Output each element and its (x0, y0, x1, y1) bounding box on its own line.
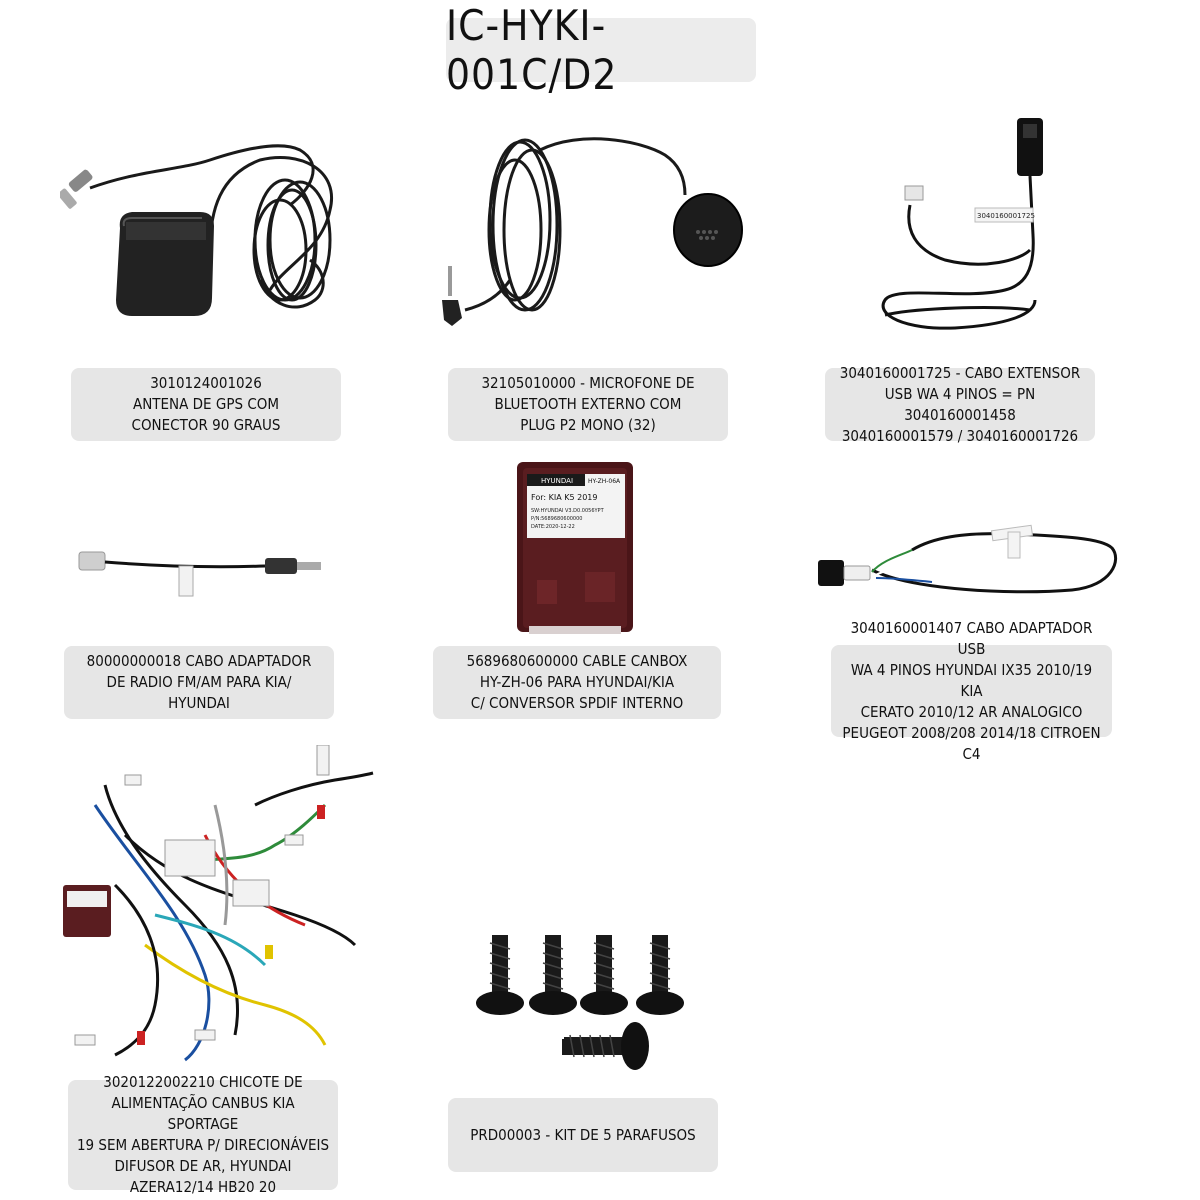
item-label-text: 3010124001026 ANTENA DE GPS COM CONECTOR… (131, 374, 281, 434)
item-label-usb-extender: 3040160001725 - CABO EXTENSOR USB WA 4 P… (825, 364, 1095, 445)
usb-adapter-cable-image (812, 520, 1127, 620)
radio-adapter-cable-image (75, 540, 330, 600)
usb-tag-text: 3040160001725 (977, 212, 1035, 220)
usb-extender-cable-image: 3040160001725 (875, 110, 1065, 340)
item-label-text: 32105010000 - MICROFONE DE BLUETOOTH EXT… (481, 374, 695, 434)
item-label-gps-antenna: 3010124001026 ANTENA DE GPS COM CONECTOR… (71, 368, 341, 441)
screws-image (470, 925, 705, 1075)
item-label-screws: PRD00003 - KIT DE 5 PARAFUSOS (448, 1098, 718, 1172)
microphone-image (440, 120, 760, 330)
item-label-text: 3040160001407 CABO ADAPTADOR USB WA 4 PI… (842, 618, 1101, 763)
gps-antenna-image (60, 130, 360, 330)
wiring-harness-image (55, 745, 380, 1070)
item-label-text: 5689680600000 CABLE CANBOX HY-ZH-06 PARA… (466, 652, 688, 712)
canbox-pn-text: P/N:5689680600000 (531, 516, 582, 522)
item-label-usb-adapter: 3040160001407 CABO ADAPTADOR USB WA 4 PI… (831, 619, 1112, 763)
item-label-wiring-harness: 3020122002210 CHICOTE DE ALIMENTAÇÃO CAN… (68, 1073, 338, 1196)
item-label-microphone: 32105010000 - MICROFONE DE BLUETOOTH EXT… (448, 368, 728, 441)
item-label-radio-adapter: 80000000018 CABO ADAPTADOR DE RADIO FM/A… (64, 646, 334, 719)
canbox-brand-text: HYUNDAI (541, 477, 573, 485)
canbox-date-text: DATE:2020-12-22 (531, 524, 575, 530)
item-label-canbox: 5689680600000 CABLE CANBOX HY-ZH-06 PARA… (433, 646, 721, 719)
canbox-for-text: For: KIA K5 2019 (531, 493, 597, 502)
item-label-text: 3020122002210 CHICOTE DE ALIMENTAÇÃO CAN… (76, 1073, 330, 1196)
item-label-text: 3040160001725 - CABO EXTENSOR USB WA 4 P… (839, 363, 1081, 445)
page-title: IC-HYKI-001C/D2 (446, 1, 756, 99)
item-label-text: 80000000018 CABO ADAPTADOR DE RADIO FM/A… (86, 652, 312, 712)
canbox-sw-text: SW:HYUNDAI V3.D0.0056YPT (531, 508, 605, 514)
canbox-image: HYUNDAI HY-ZH-06A For: KIA K5 2019 SW:HY… (515, 460, 635, 635)
canbox-model-text: HY-ZH-06A (588, 478, 621, 485)
item-label-text: PRD00003 - KIT DE 5 PARAFUSOS (470, 1125, 696, 1144)
